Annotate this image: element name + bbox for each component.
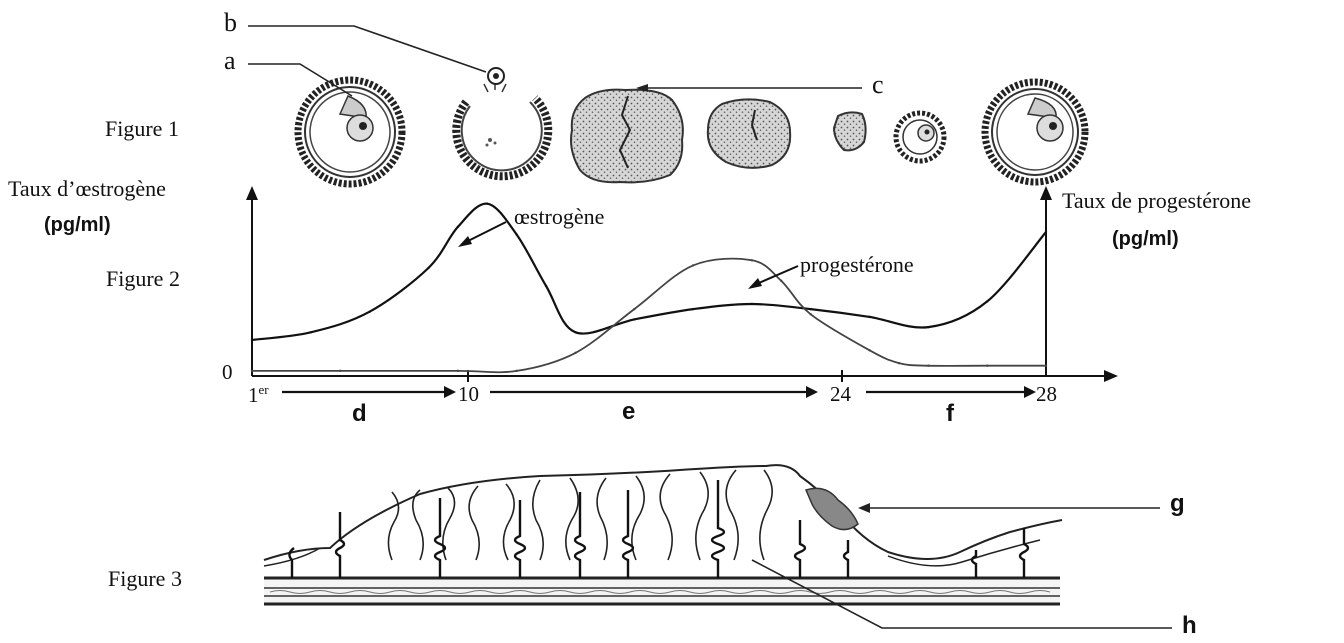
estrogen-points: [251, 203, 1047, 342]
estrogen-curve: [252, 204, 1046, 340]
progesterone-label-pointer-head: [748, 278, 762, 289]
estrogen-point-11: [545, 285, 547, 287]
estrogen-point-20: [810, 308, 812, 310]
phase-arrow-f-head: [1024, 386, 1036, 398]
spiral-arteries: [289, 480, 1028, 578]
label-h: h: [1182, 612, 1197, 640]
estrogen-point-8: [457, 226, 459, 228]
phase-label-d: d: [352, 400, 367, 428]
figure2-title: Figure 2: [106, 266, 180, 292]
estrogen-point-5: [368, 311, 370, 313]
right-axis-title: Taux de progestérone: [1062, 188, 1251, 214]
progesterone-curve-label: progestérone: [800, 252, 914, 278]
tick-label-1: 1er: [248, 382, 269, 408]
label-a: a: [224, 46, 236, 76]
origin-label: 0: [222, 360, 233, 385]
progesterone-point-4: [339, 370, 341, 372]
progesterone-point-8: [457, 370, 459, 372]
phase-label-f: f: [946, 400, 954, 428]
ruptured-follicle: [456, 82, 548, 176]
corpus-albicans: [834, 112, 866, 150]
progesterone-point-10: [515, 370, 517, 372]
growing-follicle: [896, 113, 944, 161]
estrogen-point-22: [868, 316, 870, 318]
estrogen-point-14: [633, 318, 635, 320]
progesterone-point-14: [633, 308, 635, 310]
figure2-hormone-chart: [246, 186, 1118, 398]
figure1-ovarian-cycle: [248, 26, 1085, 184]
label-c: c: [872, 70, 884, 100]
myometrium-band: [264, 578, 1060, 604]
figure1-title: Figure 1: [105, 116, 179, 142]
label-g: g: [1170, 490, 1185, 518]
tick-label-10: 10: [458, 382, 479, 407]
expelled-oocyte: [488, 68, 504, 84]
progesterone-point-1: [251, 370, 253, 372]
estrogen-point-28: [1045, 231, 1047, 233]
estrogen-point-1: [251, 339, 253, 341]
estrogen-point-3: [310, 331, 312, 333]
endometrium-lower-edge: [264, 540, 1040, 566]
estrogen-point-7: [427, 267, 429, 269]
estrogen-point-16: [692, 308, 694, 310]
estrogen-point-10: [515, 233, 517, 235]
regressing-corpus-luteum: [708, 99, 790, 167]
progesterone-point-26: [986, 365, 988, 367]
y-axis-right-arrow: [1040, 186, 1052, 200]
tick-label-1-suffix: er: [259, 382, 269, 397]
estrogen-point-24: [927, 326, 929, 328]
tick-label-24: 24: [830, 382, 851, 407]
left-axis-unit: (pg/ml): [44, 214, 111, 237]
y-axis-left-arrow: [246, 186, 258, 200]
progesterone-point-22: [868, 349, 870, 351]
tick-label-1-number: 1: [248, 383, 259, 407]
phase-arrow-e-head: [806, 386, 818, 398]
endometrium-surface: [264, 465, 1062, 560]
label-b: b: [224, 8, 237, 38]
figure3-title: Figure 3: [108, 566, 182, 592]
pointer-arrow-g: [858, 503, 870, 513]
phase-arrow-d-head: [444, 386, 456, 398]
estrogen-point-18: [751, 303, 753, 305]
estrogen-point-12: [574, 331, 576, 333]
left-axis-title: Taux d’œstrogène: [8, 176, 166, 202]
estrogen-point-9: [486, 203, 488, 205]
progesterone-point-18: [751, 259, 753, 261]
pointer-line-b: [248, 26, 486, 72]
estrogen-point-26: [986, 300, 988, 302]
mature-follicle-2: [985, 82, 1085, 182]
progesterone-point-23: [898, 362, 900, 364]
progesterone-point-19: [780, 280, 782, 282]
right-axis-unit: (pg/ml): [1112, 228, 1179, 251]
progesterone-point-28: [1045, 365, 1047, 367]
estrogen-curve-label: œstrogène: [514, 204, 604, 230]
progesterone-point-24: [927, 365, 929, 367]
shed-fragment: [806, 488, 858, 529]
progesterone-curve: [252, 259, 1046, 373]
figure3-endometrium: [264, 465, 1172, 628]
tick-label-28: 28: [1036, 382, 1057, 407]
phase-label-e: e: [622, 398, 635, 426]
progesterone-point-16: [692, 264, 694, 266]
x-axis-arrow: [1104, 370, 1118, 382]
progesterone-point-20: [810, 313, 812, 315]
progesterone-point-12: [574, 352, 576, 354]
estrogen-label-pointer-head: [458, 236, 472, 247]
